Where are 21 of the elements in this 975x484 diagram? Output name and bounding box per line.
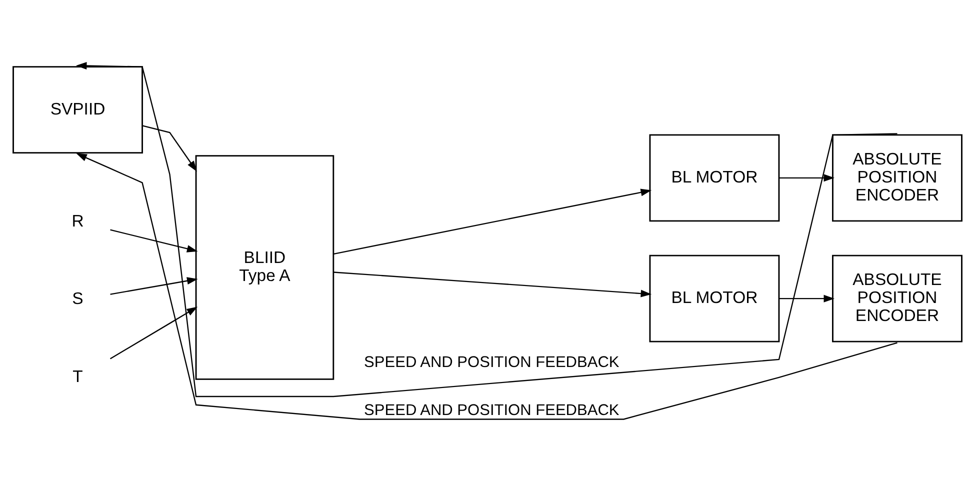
node-text: T: [72, 366, 83, 386]
node-box: SVPIID: [12, 66, 143, 154]
node-box: BL MOTOR: [649, 134, 780, 222]
arrow: [334, 271, 652, 297]
node-text: S: [72, 288, 84, 308]
arrow: [76, 152, 898, 420]
arrow: [779, 174, 835, 182]
arrow: [110, 276, 198, 294]
arrow: [76, 62, 898, 397]
edge-label: SPEED AND POSITION FEEDBACK: [364, 401, 620, 418]
arrow: [142, 124, 197, 172]
arrow: [110, 306, 198, 359]
arrow: [779, 294, 835, 302]
node-text: R: [72, 211, 84, 230]
edge-label: SPEED AND POSITION FEEDBACK: [364, 354, 620, 371]
arrow: [110, 228, 198, 252]
arrow: [334, 188, 652, 254]
node-box: ABSOLUTE POSITION ENCODER: [832, 134, 962, 222]
node-box: BL MOTOR: [649, 254, 780, 342]
node-box: ABSOLUTE POSITION ENCODER: [832, 254, 962, 342]
node-box: BLIID Type A: [195, 154, 334, 380]
